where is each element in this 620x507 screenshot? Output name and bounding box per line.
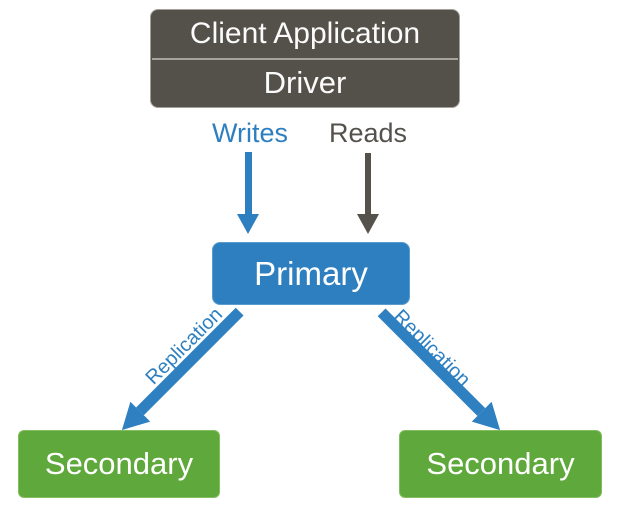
secondary-left-label: Secondary bbox=[44, 446, 194, 481]
client-application-label: Client Application bbox=[189, 16, 421, 50]
reads-label: Reads bbox=[328, 118, 408, 148]
primary-box: Primary bbox=[212, 242, 410, 305]
reads-arrow-shaft bbox=[365, 153, 371, 214]
secondary-box-right: Secondary bbox=[399, 430, 602, 498]
writes-arrow-shaft bbox=[245, 152, 252, 214]
writes-label: Writes bbox=[211, 118, 288, 148]
secondary-box-left: Secondary bbox=[18, 430, 220, 498]
primary-label: Primary bbox=[254, 254, 368, 292]
secondary-right-label: Secondary bbox=[426, 446, 575, 481]
client-driver-divider bbox=[152, 57, 458, 60]
driver-label: Driver bbox=[263, 65, 347, 101]
reads-arrow-head-icon bbox=[357, 214, 379, 234]
client-application-box: Client Application Driver bbox=[150, 9, 460, 108]
replication-label-right: Replication bbox=[388, 305, 475, 392]
writes-arrow-head-icon bbox=[237, 214, 259, 234]
replication-arrow-left bbox=[112, 302, 250, 440]
